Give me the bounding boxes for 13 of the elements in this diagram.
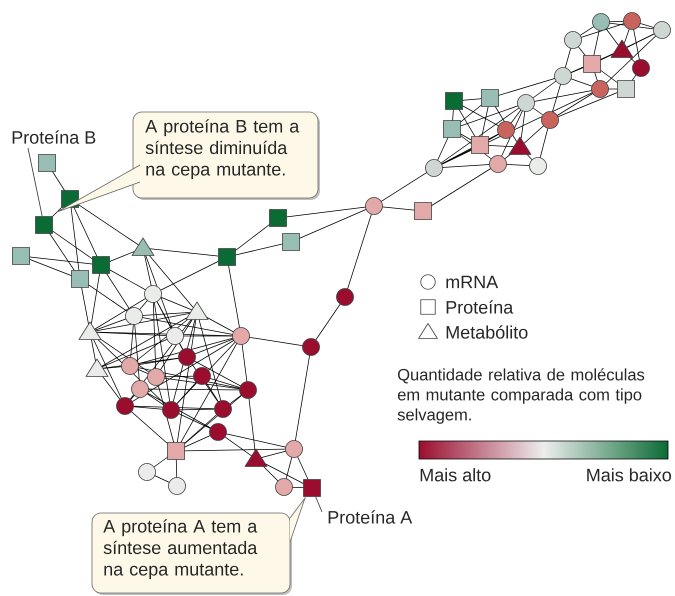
legend-label: Proteína: [446, 300, 514, 314]
part-label: Proteína B: [12, 130, 96, 144]
scale-label: Mais alto: [420, 468, 490, 482]
scale-title: Quantidade relativa de moléculas em mutante comparada com tipo selvagem.: [398, 368, 644, 424]
leader-line: [315, 496, 322, 512]
leader-line: [28, 148, 43, 216]
protein-square: [303, 479, 321, 497]
legend-label: Metabólito: [446, 325, 528, 339]
callout-box: A proteína A tem a síntese aumentada na cepa mutante.: [92, 496, 306, 595]
protein-square: [35, 216, 53, 234]
part-label: Proteína A: [328, 510, 412, 524]
legend-label: mRNA: [446, 276, 498, 288]
scale-label: Mais baixo: [587, 468, 672, 482]
